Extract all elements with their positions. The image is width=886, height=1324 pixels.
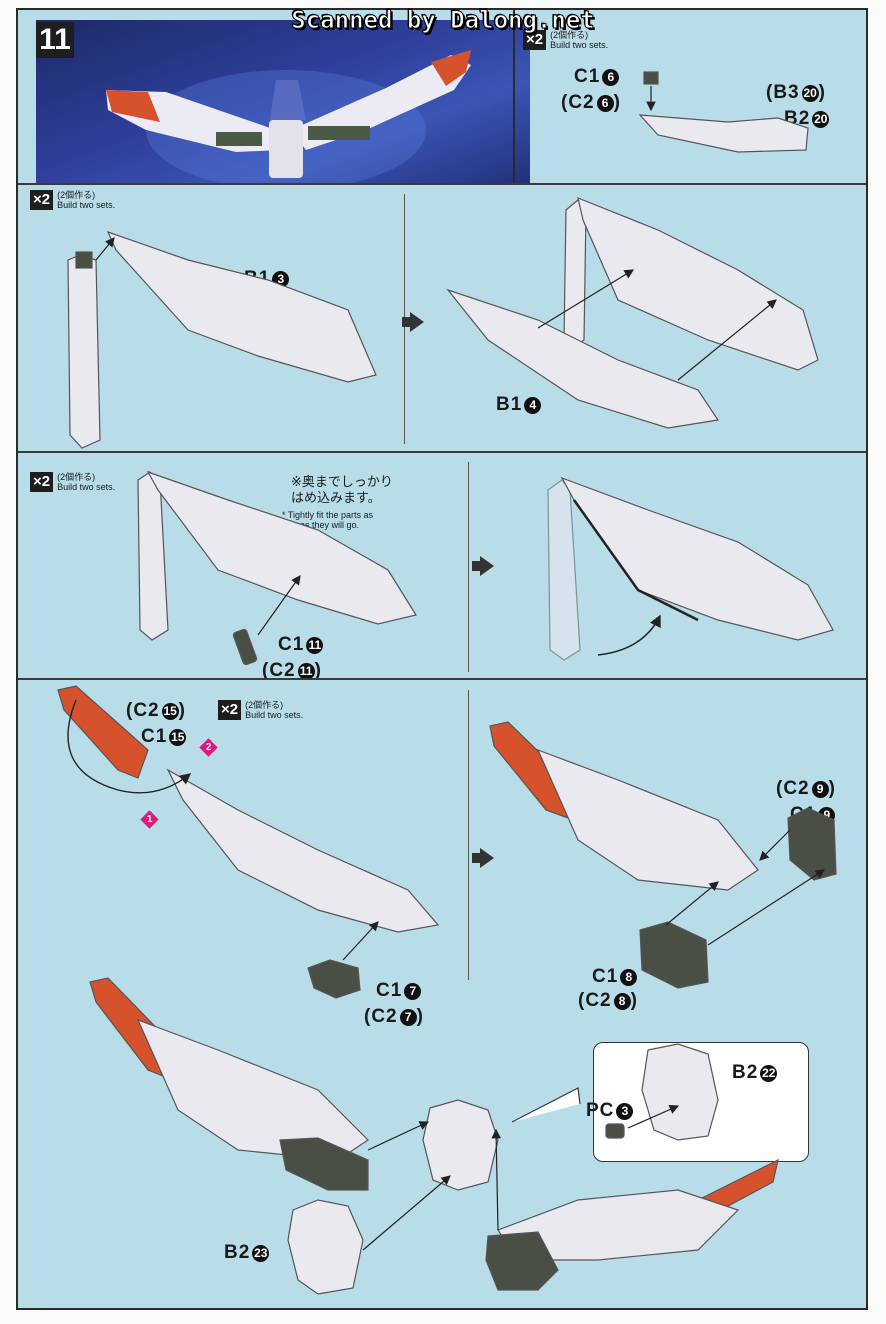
panel-divider: [513, 10, 515, 183]
build-en: Build two sets.: [57, 482, 116, 492]
build-two-sets-badge: ×2 (2個作る)Build two sets.: [523, 30, 608, 50]
fit-note-jp: ※奥までしっかりはめ込みます。: [291, 474, 393, 505]
build-jp: (2個作る): [57, 472, 96, 482]
build-jp: (2個作る): [57, 190, 96, 200]
panel-divider: [18, 183, 866, 185]
panel-divider: [18, 451, 866, 453]
build-jp: (2個作る): [245, 700, 284, 710]
reference-photo: [36, 20, 530, 183]
parts-illustration: [57, 71, 837, 1295]
build-en: Build two sets.: [550, 40, 609, 50]
build-jp: (2個作る): [550, 30, 589, 40]
build-two-sets-badge: ×2 (2個作る)Build two sets.: [30, 472, 115, 492]
next-step-arrow-icon: [402, 312, 424, 332]
build-en: Build two sets.: [245, 710, 304, 720]
next-step-arrow-icon: [472, 848, 494, 868]
watermark: Scanned by Dalong.net: [291, 6, 595, 35]
step-number: 11: [36, 22, 74, 58]
build-two-sets-badge: ×2 (2個作る)Build two sets.: [30, 190, 115, 210]
build-en: Build two sets.: [57, 200, 116, 210]
build-two-sets-badge: ×2 (2個作る)Build two sets.: [218, 700, 303, 720]
x2-label: ×2: [30, 472, 54, 492]
panel-divider: [468, 462, 469, 672]
x2-label: ×2: [30, 190, 54, 210]
panel-divider: [18, 678, 866, 680]
next-step-arrow-icon: [472, 556, 494, 576]
x2-label: ×2: [218, 700, 242, 720]
fit-note-en: * Tightly fit the parts as far as they w…: [282, 510, 374, 530]
wings-photo-illustration: [106, 50, 471, 183]
x2-label: ×2: [523, 30, 547, 50]
panel-divider: [468, 690, 469, 980]
